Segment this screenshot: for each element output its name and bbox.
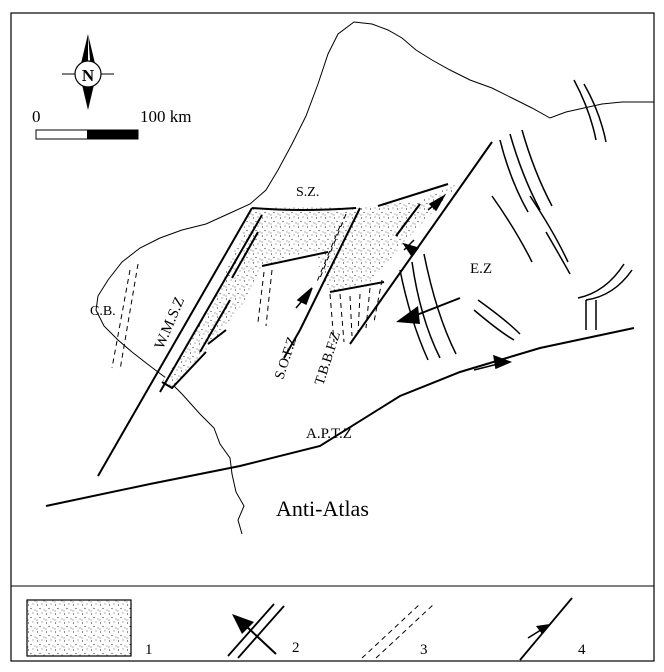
stipple-pattern-icon [26, 599, 132, 657]
legend-number-4: 4 [578, 642, 586, 658]
map-border [10, 12, 655, 662]
dashed-lines [111, 213, 383, 371]
shortening-direction-icon [227, 603, 285, 659]
wmsz-fault-segment [199, 299, 231, 353]
wmsz-fault [97, 207, 253, 477]
legend: 1 2 3 4 [26, 597, 586, 661]
stippled-basin [162, 182, 462, 388]
strike-slip-fault-icon [519, 597, 573, 661]
north-label: N [82, 66, 95, 85]
sz-fault-inner [261, 251, 329, 267]
label-cb: C.B. [90, 304, 116, 319]
north-arrow-icon [62, 34, 114, 110]
wmsz-fault-parallel [159, 214, 263, 393]
coastline [95, 21, 654, 535]
label-wmsz: W.M.S.Z [152, 295, 188, 352]
tbbfz-fault-segment [395, 203, 421, 237]
shortening-arrow [396, 297, 461, 324]
wmsz-fault-hook [161, 351, 207, 390]
sz-fault [251, 207, 357, 211]
label-sz: S.Z. [296, 185, 319, 200]
scale-start-label: 0 [32, 107, 41, 126]
tbbfz-fault [349, 141, 493, 345]
legend-number-2: 2 [292, 640, 300, 656]
label-anti-atlas: Anti-Atlas [276, 496, 369, 521]
wmsz-fault-segment [231, 231, 259, 279]
legend-number-1: 1 [145, 642, 153, 658]
label-tbbfz: T.B.B.F.Z [313, 330, 344, 387]
dashed-lines-icon [361, 603, 435, 659]
aptz-fault [45, 327, 635, 507]
label-sofz: S.O.F.Z [273, 335, 301, 381]
tbbfz-fault-segment [329, 281, 385, 293]
sofz-fault-segment [283, 329, 301, 359]
scale-bar [35, 129, 139, 140]
ez-folds [399, 79, 633, 361]
sofz-fault [299, 207, 361, 331]
legend-number-3: 3 [420, 642, 428, 658]
sz-fault-east [377, 183, 449, 207]
wmsz-fault-segment [207, 329, 227, 345]
label-aptz: A.P.T.Z [306, 426, 352, 442]
label-ez: E.Z [470, 261, 492, 277]
scale-end-label: 100 km [140, 107, 191, 126]
strike-slip-arrows [295, 193, 513, 371]
